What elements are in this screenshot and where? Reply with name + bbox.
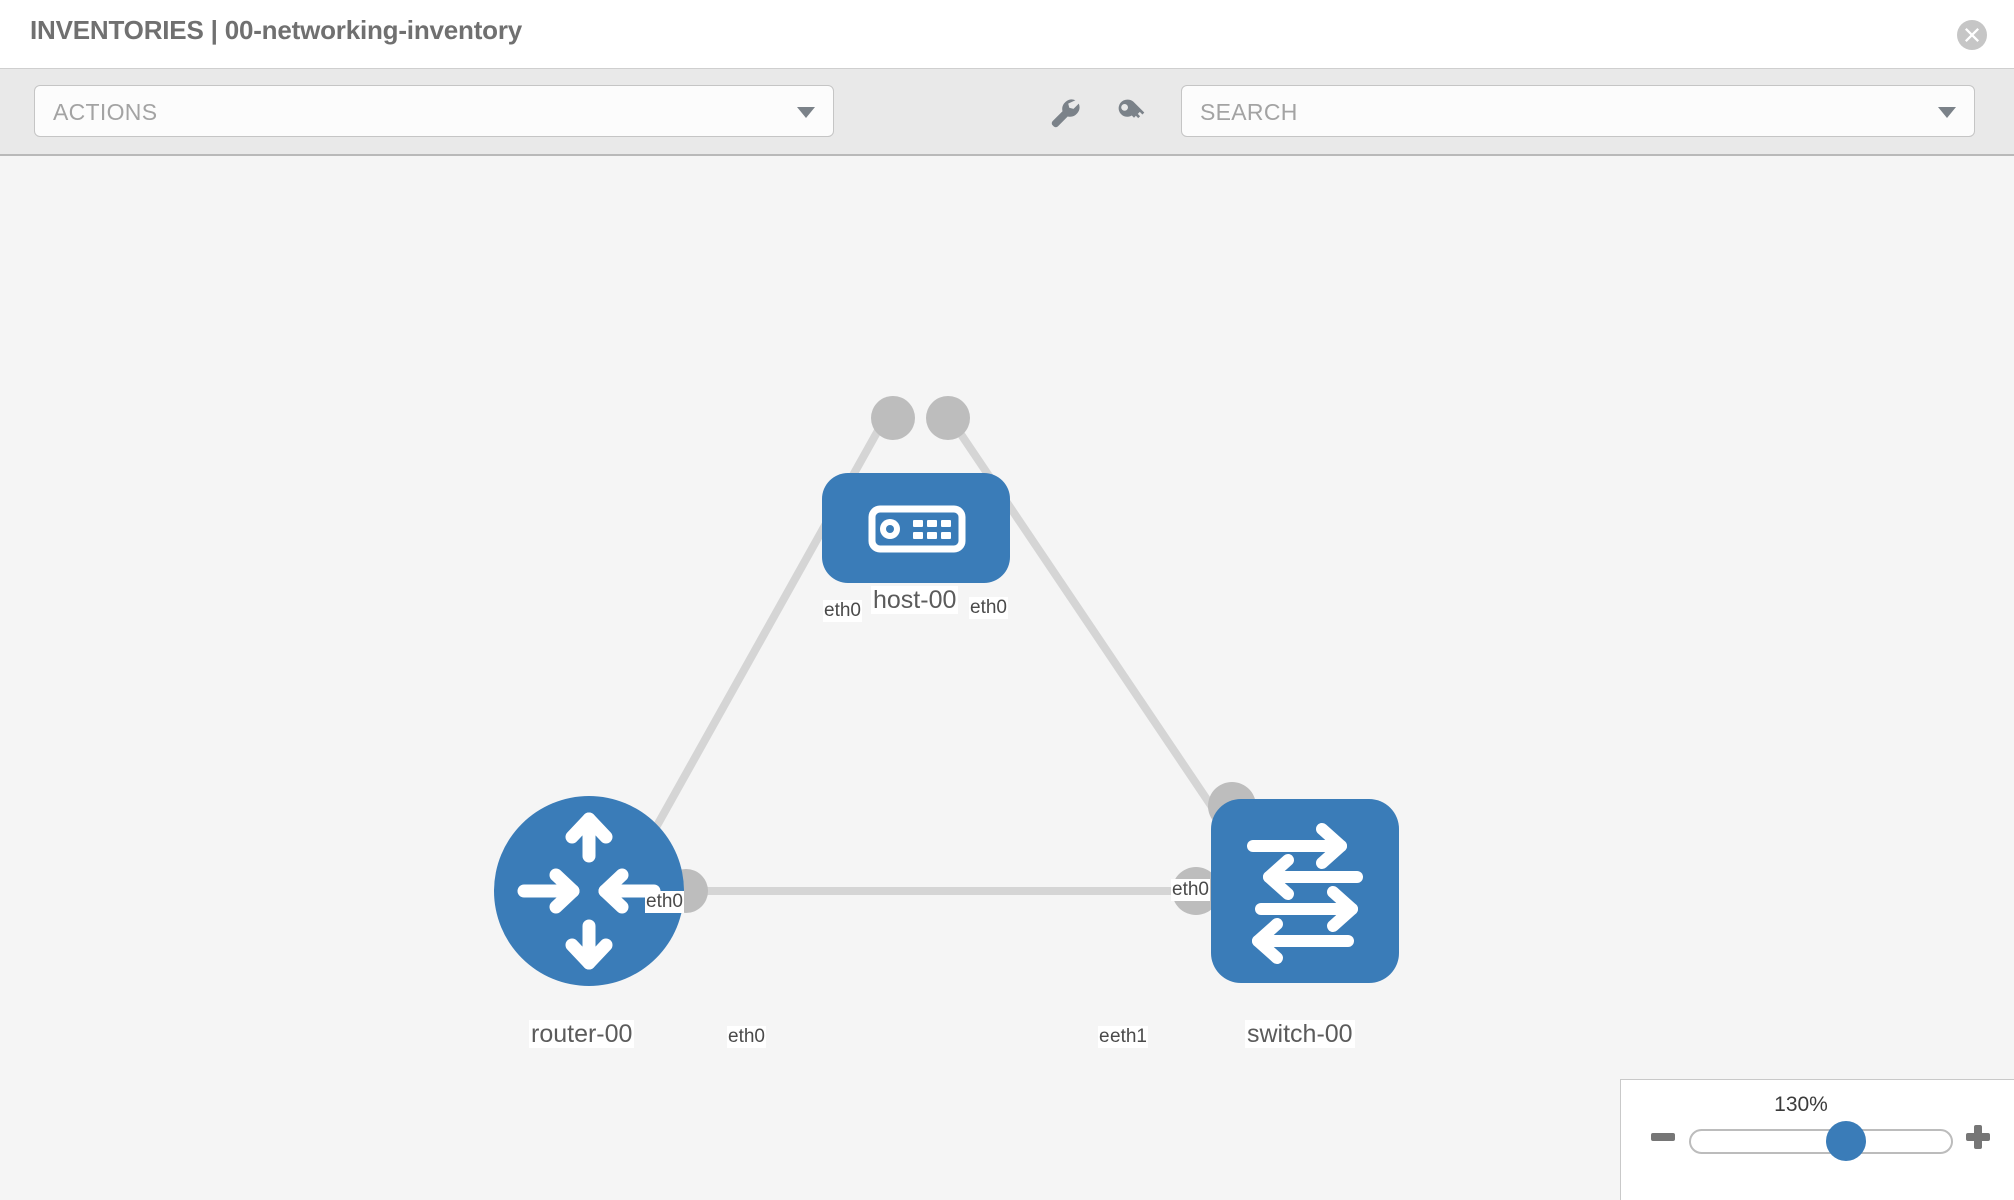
router-arrows-icon bbox=[517, 812, 661, 970]
actions-dropdown-label: ACTIONS bbox=[53, 99, 158, 125]
actions-dropdown[interactable]: ACTIONS bbox=[34, 85, 834, 137]
stub-host-left bbox=[871, 396, 915, 440]
search-input[interactable]: SEARCH bbox=[1181, 85, 1975, 137]
stub-host-right bbox=[926, 396, 970, 440]
zoom-slider-thumb[interactable] bbox=[1825, 1121, 1866, 1161]
node-label-router: router-00 bbox=[529, 1020, 635, 1048]
zoom-slider-track[interactable] bbox=[1689, 1129, 1953, 1154]
zoom-control-panel: 130% bbox=[1620, 1079, 2014, 1200]
node-label-switch: switch-00 bbox=[1245, 1020, 1355, 1048]
switch-arrows-icon bbox=[1247, 823, 1363, 964]
node-label-host: host-00 bbox=[871, 586, 959, 614]
iface-label-switch-up: eth0 bbox=[1171, 879, 1210, 901]
iface-label-host-right: eth0 bbox=[969, 597, 1008, 619]
page-header: INVENTORIES | 00-networking-inventory bbox=[0, 0, 2014, 68]
node-switch-00 bbox=[1211, 799, 1399, 983]
close-icon[interactable] bbox=[1957, 20, 1987, 50]
node-host-00 bbox=[822, 473, 1010, 583]
topology-canvas[interactable]: host-00 router-00 switch-00 eth0 eth0 et… bbox=[0, 156, 2014, 1200]
iface-label-host-left: eth0 bbox=[823, 600, 862, 622]
search-placeholder: SEARCH bbox=[1200, 99, 1298, 125]
zoom-percent-label: 130% bbox=[1774, 1093, 1828, 1116]
server-icon bbox=[868, 505, 966, 553]
node-router-00 bbox=[494, 796, 684, 986]
key-icon[interactable] bbox=[1112, 93, 1150, 131]
chevron-down-icon bbox=[797, 107, 815, 118]
topology-graph bbox=[494, 396, 1399, 986]
page-title: INVENTORIES | 00-networking-inventory bbox=[30, 15, 523, 45]
chevron-down-icon bbox=[1938, 107, 1956, 118]
wrench-icon[interactable] bbox=[1045, 93, 1083, 131]
iface-label-router-up: eth0 bbox=[645, 891, 684, 913]
iface-label-router-right: eth0 bbox=[727, 1026, 766, 1048]
plus-icon[interactable] bbox=[1965, 1124, 1991, 1155]
iface-label-switch-left: eth1 bbox=[1109, 1026, 1148, 1048]
minus-icon[interactable] bbox=[1650, 1124, 1676, 1155]
toolbar: ACTIONS SEARCH bbox=[0, 68, 2014, 156]
